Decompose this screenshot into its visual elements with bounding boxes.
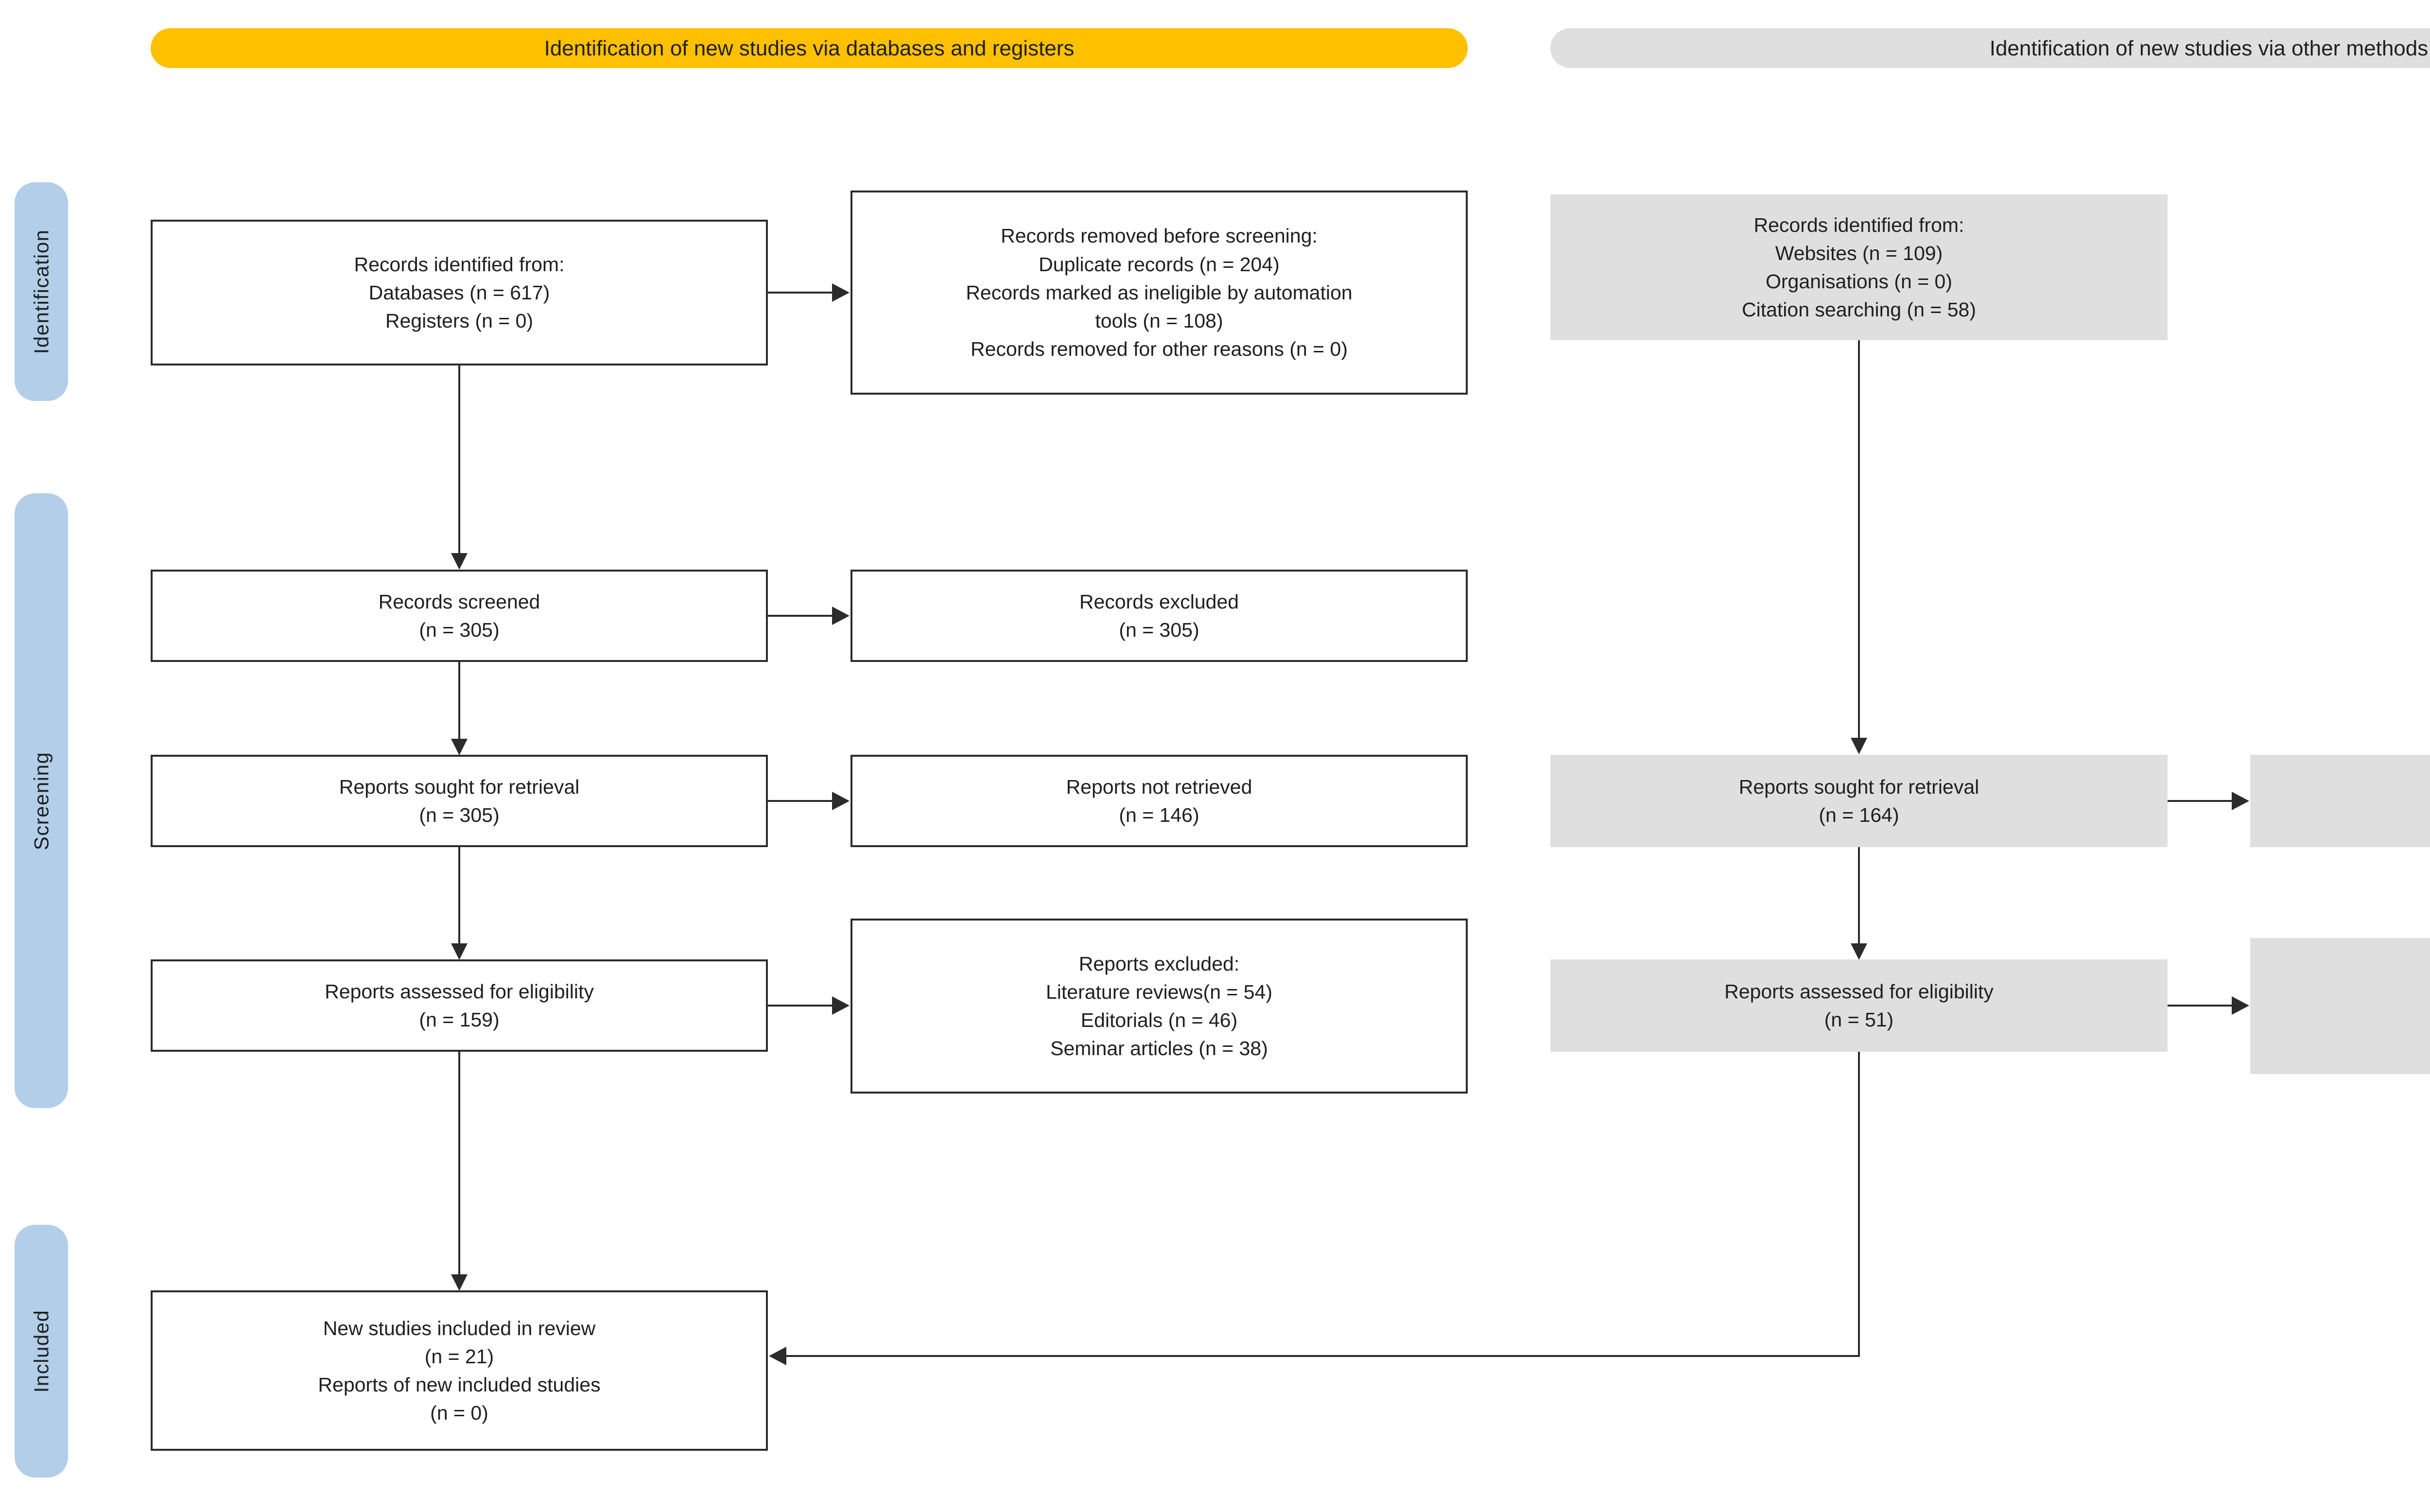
included-line4: (n = 0) — [430, 1402, 488, 1425]
records-identified-other-line3: Organisations (n = 0) — [1766, 270, 1952, 293]
arrowhead-sought-to-notretrieved-left — [832, 792, 850, 810]
stage-label-included: Included — [30, 1309, 53, 1393]
box-reports-not-retrieved-right: Reports not retrieved (n = 113) — [2250, 755, 2430, 847]
box-records-identified-databases: Records identified from: Databases (n = … — [151, 220, 768, 365]
records-identified-other-line1: Records identified from: — [1753, 213, 1964, 236]
arrowhead-identified-to-screened — [451, 553, 468, 570]
included-line1: New studies included in review — [323, 1317, 596, 1339]
records-screened-line2: (n = 305) — [419, 619, 500, 641]
connector-identified-to-screened — [458, 365, 460, 554]
banner-other-methods: Identification of new studies via other … — [1550, 28, 2430, 68]
arrowhead-right-to-included — [769, 1347, 786, 1365]
connector-sought-to-assessed-left — [458, 847, 460, 944]
box-records-screened: Records screened (n = 305) — [151, 570, 768, 662]
connector-screened-to-excluded — [768, 615, 833, 617]
connector-assessed-to-included — [458, 1052, 460, 1275]
records-excluded-line1: Records excluded — [1079, 590, 1239, 613]
connector-right-assessed-down-to-included — [1858, 1052, 1860, 1357]
reports-assessed-left-line2: (n = 159) — [419, 1008, 500, 1031]
stage-pill-identification: Identification — [15, 182, 68, 401]
box-records-removed-before-screening: Records removed before screening: Duplic… — [850, 191, 1468, 395]
reports-assessed-right-line1: Reports assessed for eligibility — [1724, 980, 1994, 1003]
reports-sought-left-line2: (n = 305) — [419, 804, 500, 826]
reports-excluded-left-line3: Editorials (n = 46) — [1080, 1009, 1238, 1031]
banner-databases-label: Identification of new studies via databa… — [544, 36, 1075, 60]
box-reports-assessed-right: Reports assessed for eligibility (n = 51… — [1550, 959, 2168, 1052]
reports-sought-right-line2: (n = 164) — [1819, 804, 1899, 826]
box-records-identified-other: Records identified from: Websites (n = 1… — [1550, 194, 2168, 340]
arrowhead-identified-to-removed — [832, 283, 850, 302]
box-records-excluded: Records excluded (n = 305) — [850, 570, 1468, 662]
records-screened-line1: Records screened — [378, 590, 540, 613]
arrowhead-screened-to-sought — [451, 739, 468, 755]
records-identified-line3: Registers (n = 0) — [385, 310, 534, 332]
arrowhead-assessed-to-excluded-right — [2232, 996, 2249, 1015]
connector-identified-to-removed — [768, 292, 833, 294]
stage-label-screening: Screening — [30, 751, 52, 850]
reports-excluded-left-line1: Reports excluded: — [1078, 952, 1240, 975]
box-reports-sought-left: Reports sought for retrieval (n = 305) — [151, 755, 768, 847]
arrowhead-screened-to-excluded — [832, 607, 850, 625]
records-identified-other-line4: Citation searching (n = 58) — [1741, 298, 1976, 321]
records-removed-line3: Records marked as ineligible by automati… — [966, 281, 1353, 304]
arrowhead-sought-to-assessed-right — [1851, 943, 1867, 960]
box-reports-assessed-left: Reports assessed for eligibility (n = 15… — [151, 959, 768, 1052]
arrowhead-identified-to-sought-right — [1851, 738, 1867, 754]
records-removed-line2: Duplicate records (n = 204) — [1039, 253, 1280, 276]
connector-screened-to-sought — [458, 662, 460, 740]
arrowhead-sought-to-assessed-left — [451, 943, 468, 960]
records-removed-line4: tools (n = 108) — [1095, 310, 1223, 332]
connector-sought-to-assessed-right — [1858, 847, 1860, 944]
included-line3: Reports of new included studies — [318, 1373, 601, 1396]
stage-pill-screening: Screening — [15, 493, 68, 1108]
records-removed-line5: Records removed for other reasons (n = 0… — [971, 338, 1348, 361]
box-reports-excluded-left: Reports excluded: Literature reviews(n =… — [850, 919, 1468, 1094]
arrowhead-sought-to-notretrieved-right — [2232, 792, 2249, 810]
connector-sought-to-notretrieved-right — [2168, 800, 2233, 802]
reports-excluded-left-line2: Literature reviews(n = 54) — [1045, 980, 1272, 1003]
connector-assessed-to-excluded-right — [2168, 1005, 2233, 1007]
connector-assessed-to-excluded-left — [768, 1005, 833, 1007]
reports-assessed-left-line1: Reports assessed for eligibility — [325, 980, 594, 1003]
reports-excluded-left-line4: Seminar articles (n = 38) — [1050, 1037, 1268, 1060]
reports-sought-left-line1: Reports sought for retrieval — [339, 775, 580, 798]
banner-other-label: Identification of new studies via other … — [1989, 36, 2429, 60]
banner-databases-registers: Identification of new studies via databa… — [151, 28, 1468, 68]
connector-sought-to-notretrieved-left — [768, 800, 833, 802]
connector-identified-to-sought-right — [1858, 340, 1860, 739]
records-removed-line1: Records removed before screening: — [1001, 225, 1318, 247]
arrowhead-assessed-to-excluded-left — [832, 996, 850, 1015]
stage-pill-included: Included — [15, 1225, 68, 1477]
stage-label-identification: Identification — [30, 229, 53, 354]
reports-not-retrieved-left-line2: (n = 146) — [1119, 804, 1199, 826]
arrowhead-assessed-to-included — [451, 1274, 468, 1291]
records-excluded-line2: (n = 305) — [1119, 619, 1199, 641]
box-new-studies-included: New studies included in review (n = 21) … — [151, 1290, 768, 1451]
connector-right-to-included-horizontal — [786, 1355, 1860, 1357]
reports-assessed-right-line2: (n = 51) — [1824, 1008, 1894, 1031]
included-line2: (n = 21) — [424, 1345, 494, 1368]
box-reports-sought-right: Reports sought for retrieval (n = 164) — [1550, 755, 2168, 847]
box-reports-excluded-right: Reports excluded: Thesis articles (n = 3… — [2250, 938, 2430, 1074]
records-identified-other-line2: Websites (n = 109) — [1775, 242, 1943, 264]
box-reports-not-retrieved-left: Reports not retrieved (n = 146) — [850, 755, 1468, 847]
records-identified-line2: Databases (n = 617) — [368, 281, 550, 304]
reports-not-retrieved-left-line1: Reports not retrieved — [1066, 775, 1252, 798]
reports-sought-right-line1: Reports sought for retrieval — [1738, 775, 1979, 798]
records-identified-line1: Records identified from: — [354, 253, 565, 276]
